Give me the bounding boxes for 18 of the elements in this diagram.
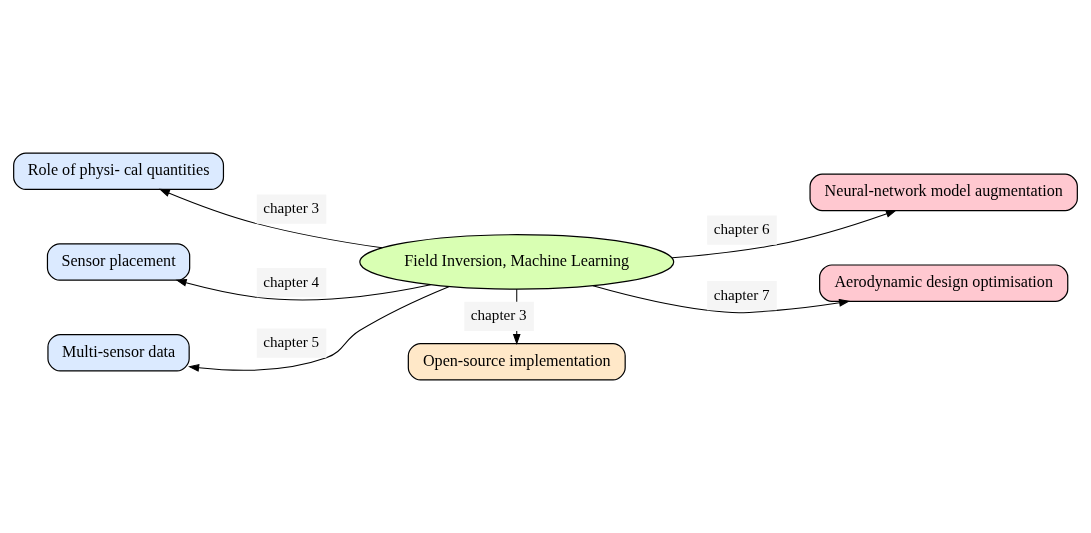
node-ellipse: Field Inversion, Machine Learning [359,234,675,290]
arrow [175,278,432,301]
arrow [188,286,450,372]
edge-label: chapter 4 [263,273,320,290]
edge-label: chapter 5 [263,334,320,351]
arrow [671,210,897,259]
edge-label: chapter 3 [263,200,320,217]
node-box: Open-source implementation [407,343,626,381]
arrow [592,285,851,314]
node-box: Aerodynamic design optimisation [819,264,1069,302]
edge-label: chapter 7 [713,286,770,303]
node-box: Role of physi- cal quantities [13,152,225,190]
edge-label: chapter 6 [713,221,770,238]
node-box: Neural-network model augmentation [809,173,1078,212]
arrow [158,188,383,249]
edge-label: chapter 3 [470,307,527,324]
node-box: Sensor placement [46,243,191,281]
node-box: Multi-sensor data [47,333,190,372]
